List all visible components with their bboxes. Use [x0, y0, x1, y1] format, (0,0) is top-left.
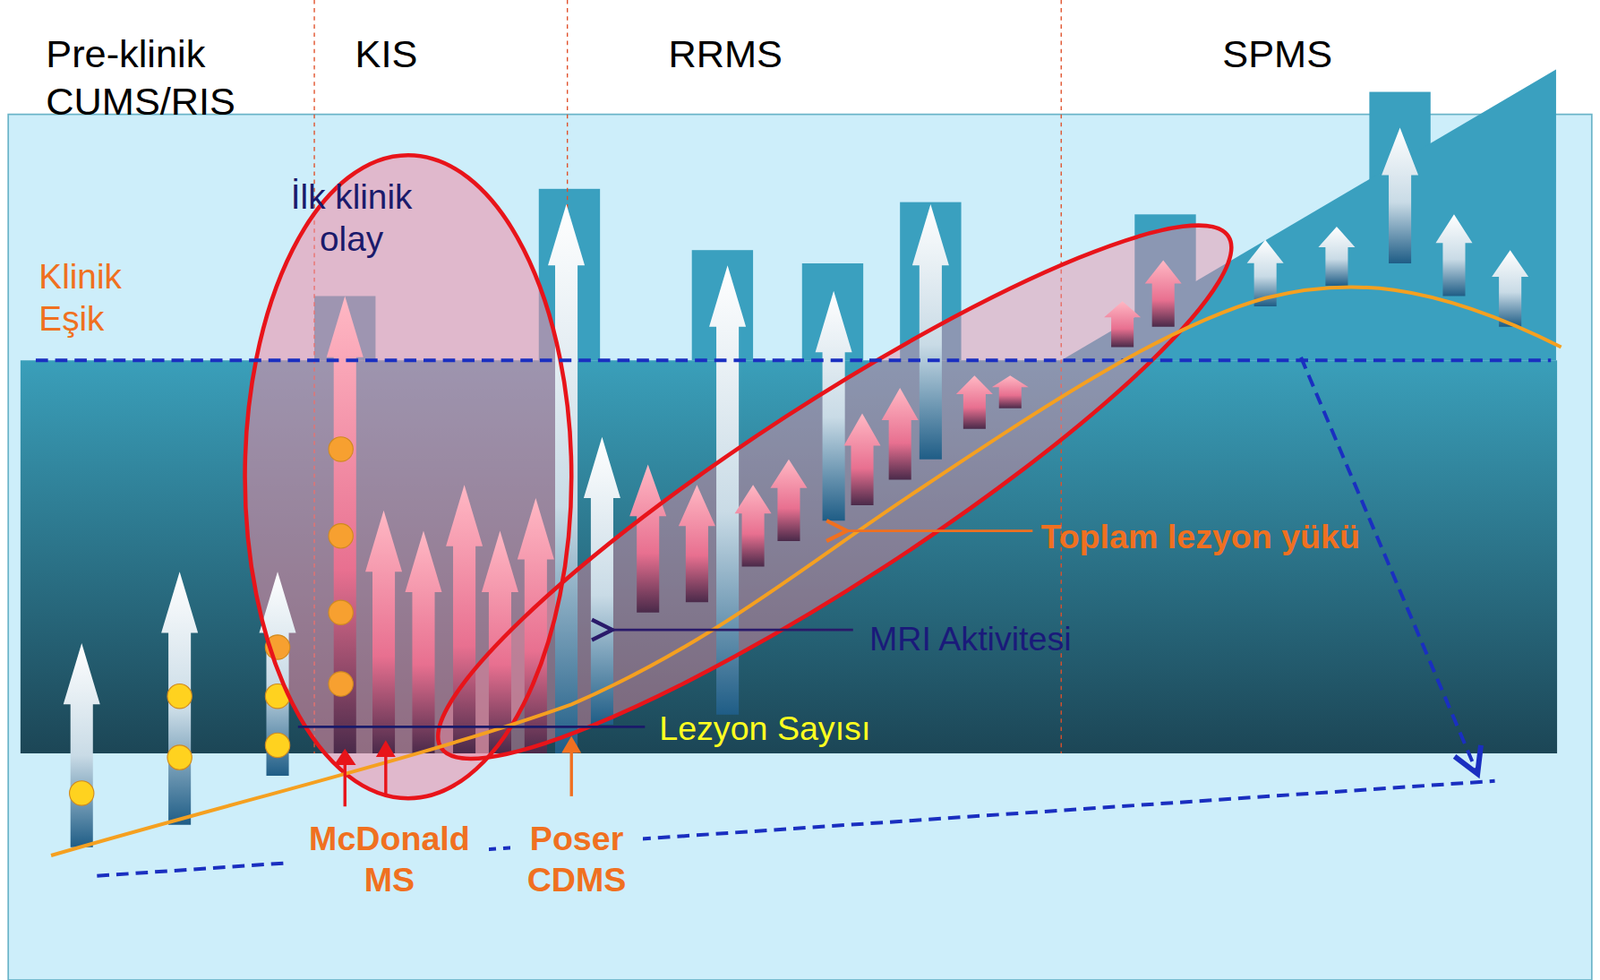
stage-label: SPMS: [1222, 30, 1333, 78]
lesion-dot: [328, 436, 353, 462]
threshold-label: Klinik Eşik: [38, 255, 156, 341]
lesion-dot: [328, 599, 353, 625]
activity-arrow: [992, 375, 1029, 408]
curve-label: Toplam lezyon yükü: [1040, 516, 1361, 558]
activity-arrow: [881, 387, 919, 480]
activity-arrow: [1491, 249, 1529, 326]
lesion-dot: [265, 732, 290, 757]
stage-label: RRMS: [667, 30, 782, 78]
activity-arrow: [629, 464, 667, 613]
activity-arrow: [956, 375, 993, 428]
activity-arrow: [365, 510, 403, 753]
lesion-dot: [167, 744, 192, 770]
activity-arrow: [63, 642, 101, 848]
activity-arrow: [547, 204, 585, 753]
activity-arrow: [404, 530, 442, 753]
activity-arrow: [709, 265, 746, 714]
lesion-dot: [69, 780, 95, 805]
criteria-label: McDonald MS: [290, 818, 490, 901]
stage-label: KIS: [355, 30, 419, 78]
criteria-label: Poser CDMS: [510, 818, 643, 901]
stage-label: Pre-klinik CUMS/RIS: [45, 30, 281, 126]
activity-arrow: [735, 484, 772, 566]
activity-arrow: [326, 295, 364, 753]
lesion-dot: [328, 523, 353, 548]
event-label: İlk klinik olay: [267, 175, 437, 261]
activity-arrow: [1317, 226, 1355, 286]
lesion-dot: [167, 684, 192, 709]
activity-arrow: [1145, 260, 1182, 327]
activity-arrow: [1103, 300, 1141, 347]
activity-arrow: [161, 571, 198, 825]
activity-arrow: [770, 459, 807, 541]
activity-arrow: [678, 484, 716, 602]
curve-label: MRI Aktivitesi: [869, 618, 1072, 660]
activity-arrow: [1381, 127, 1419, 264]
activity-arrow: [445, 484, 483, 753]
activity-arrow: [1435, 213, 1472, 296]
curve-label: Lezyon Sayısı: [658, 708, 871, 750]
lesion-dot: [328, 671, 353, 696]
activity-arrow: [844, 413, 882, 506]
activity-arrow: [583, 436, 621, 725]
activity-arrow: [815, 290, 853, 521]
